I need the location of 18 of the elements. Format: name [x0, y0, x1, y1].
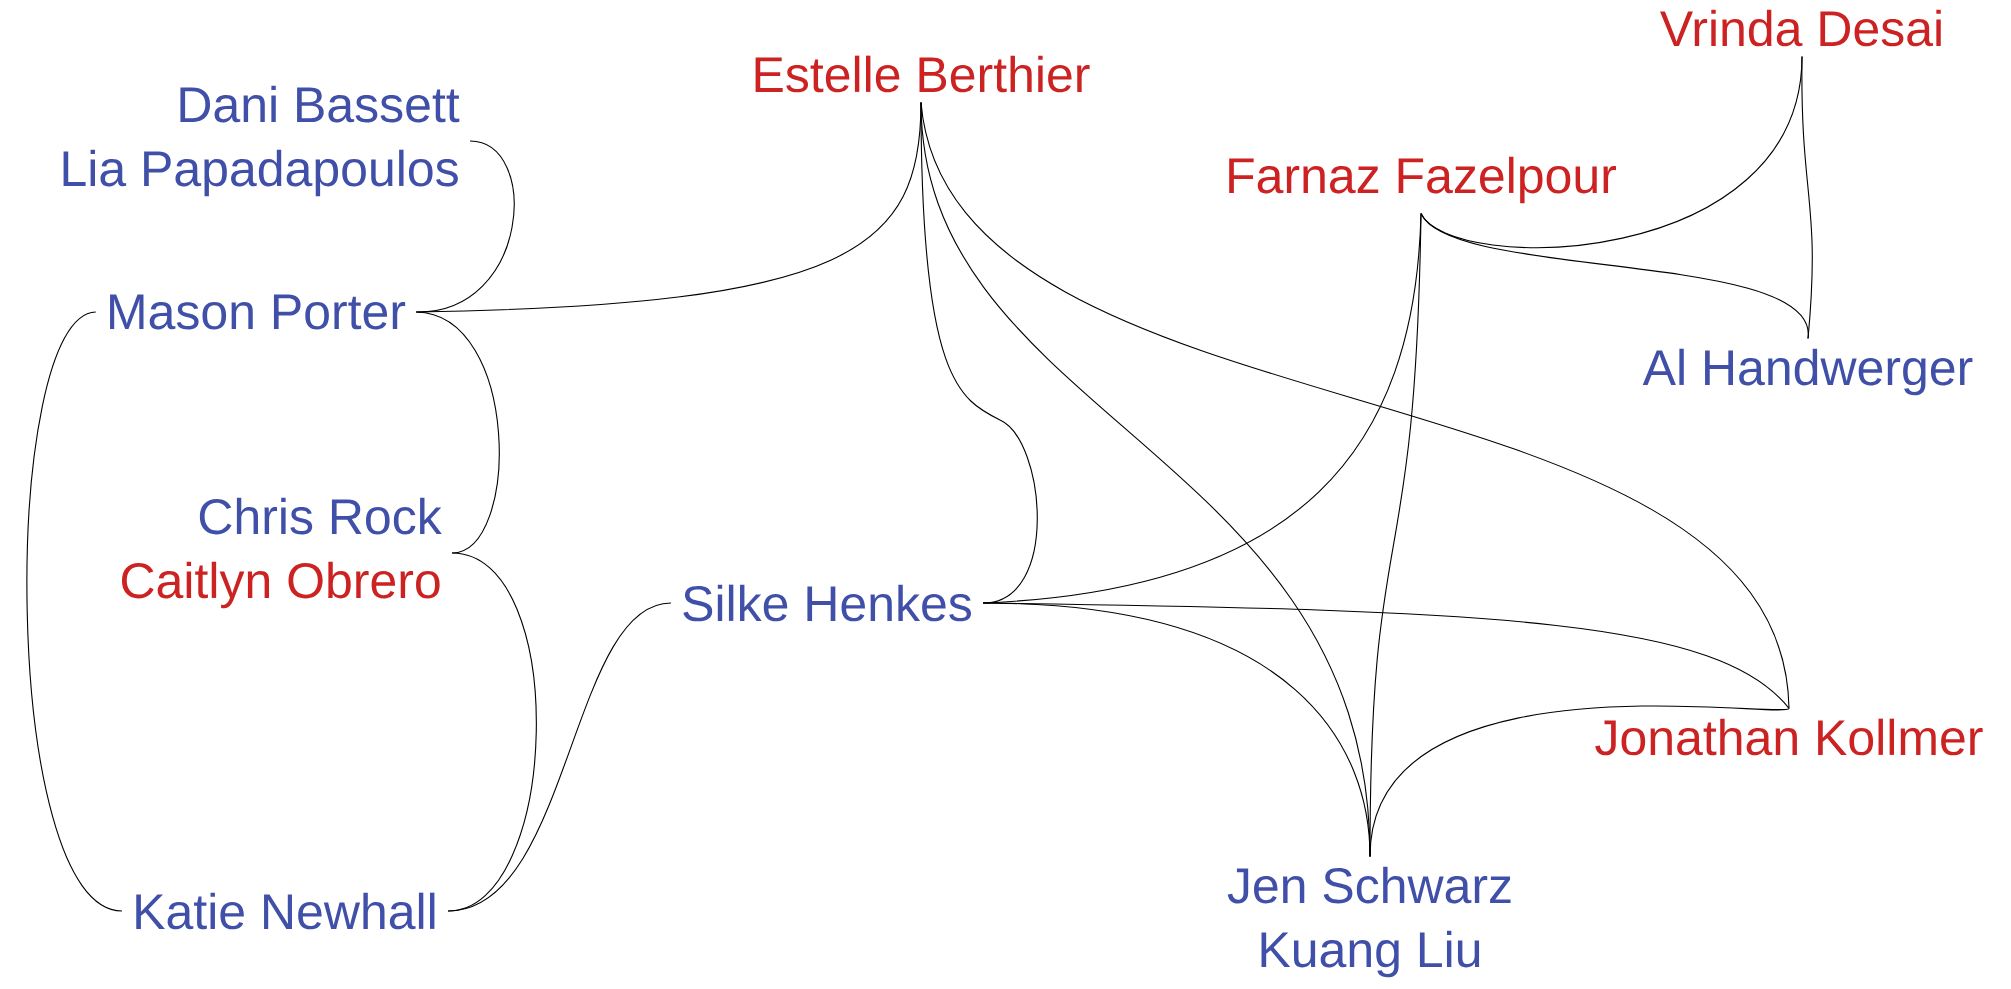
connector-curve	[1801, 56, 1813, 340]
name-label: Vrinda Desai	[1660, 9, 1941, 47]
connector-curve	[982, 602, 1790, 709]
connector-curve	[447, 602, 672, 912]
name-group: Chris Rock Caitlyn Obrero	[122, 497, 442, 609]
name-label: Estelle Berthier	[755, 55, 1090, 93]
name-group: Jen Schwarz Kuang Liu	[1227, 866, 1511, 978]
name-label: Al Handwerger	[1642, 348, 1973, 396]
connector-curve	[26, 311, 123, 912]
name-label: Farnaz Fazelpour	[1229, 156, 1616, 204]
name-label: Mason Porter	[110, 294, 406, 330]
name-label: Katie Newhall	[136, 892, 435, 930]
name-label: Jonathan Kollmer	[1595, 718, 1983, 756]
connector-curve	[920, 102, 1790, 709]
name-label: Silke Henkes	[683, 584, 971, 622]
name-group: Dani Bassett Lia Papadapoulos	[63, 85, 460, 197]
connector-curve	[415, 311, 500, 554]
connector-curve	[1369, 705, 1790, 858]
